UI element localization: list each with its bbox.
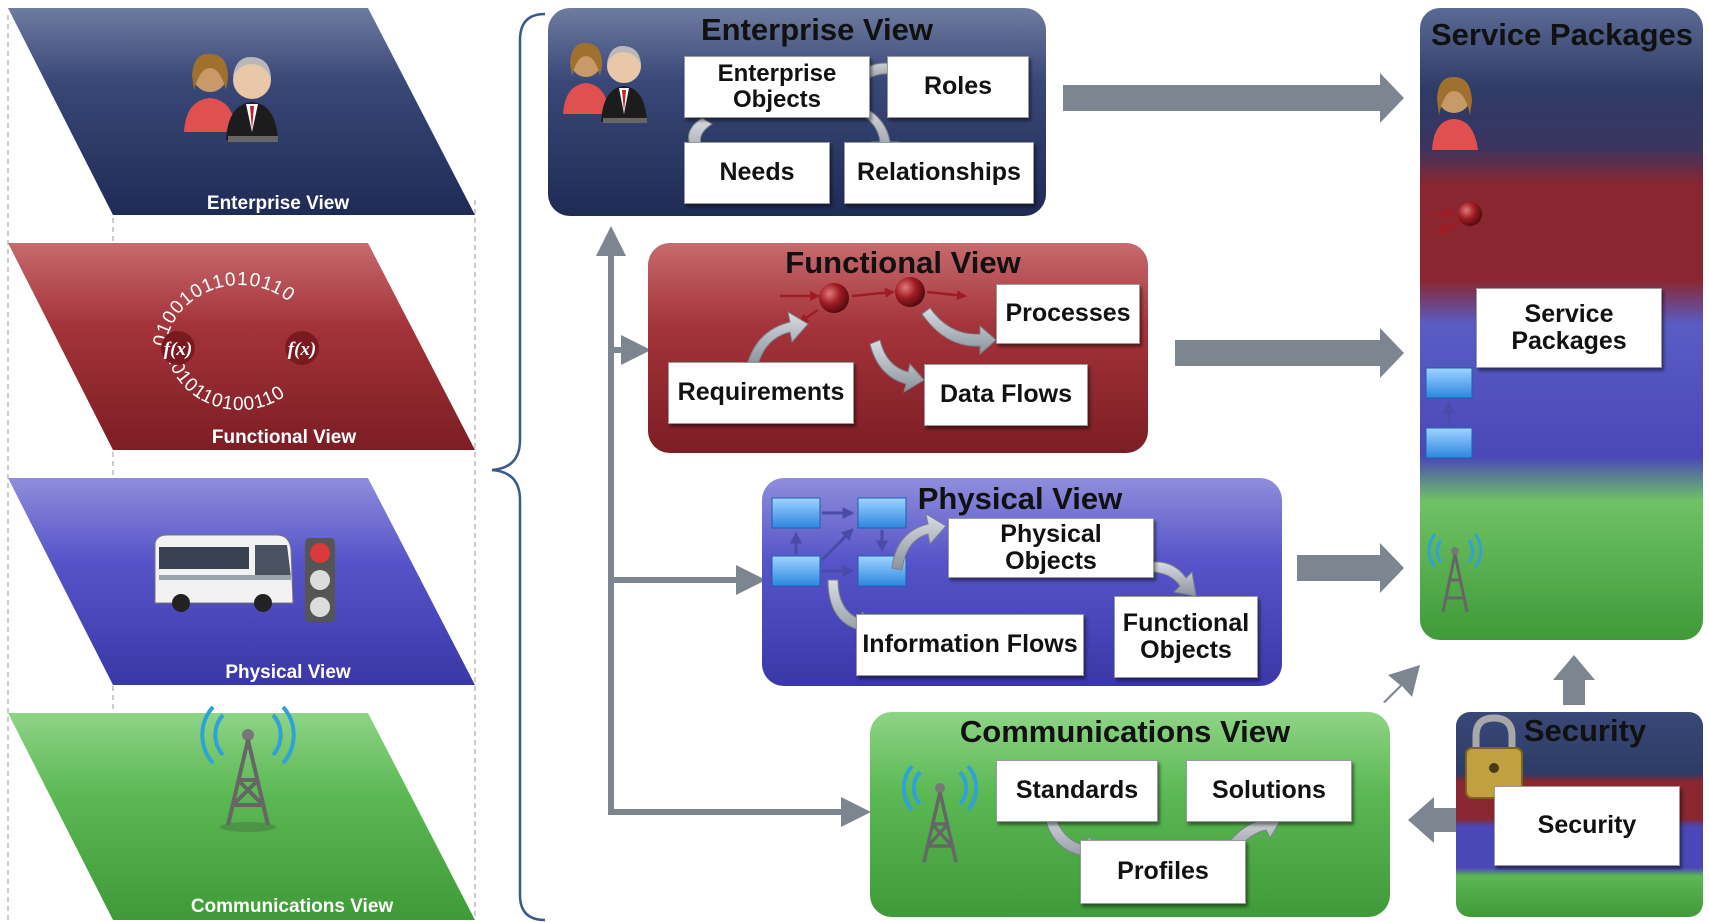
box-standards: Standards <box>996 760 1158 822</box>
box-profiles: Profiles <box>1080 840 1246 904</box>
box-solutions: Solutions <box>1186 760 1352 822</box>
layer-label-communications: Communications View <box>191 896 394 917</box>
arrow-comms-to-sp <box>1383 665 1420 703</box>
people-icon <box>184 53 278 142</box>
traffic-light-icon <box>305 538 335 622</box>
big-arrows <box>1063 73 1595 843</box>
fx-right-label: f(x) <box>288 339 316 360</box>
curly-brace <box>491 12 546 922</box>
physical-view-title: Physical View <box>918 481 1123 516</box>
box-information-flows: Information Flows <box>856 614 1084 676</box>
lock-icon <box>1465 714 1523 799</box>
left-layer-stack: 01001011010110 -1010110100110 f(x) f(x) <box>7 8 476 920</box>
layer-label-functional: Functional View <box>212 427 357 448</box>
box-data-flows: Data Flows <box>924 364 1088 426</box>
arrow-security-to-comms <box>1408 797 1459 843</box>
security-title: Security <box>1524 713 1647 748</box>
fx-left-label: f(x) <box>164 339 192 360</box>
physical-squares-icon <box>1425 367 1473 459</box>
box-functional-objects: Functional Objects <box>1114 596 1258 678</box>
arrow-enterprise-to-sp <box>1063 73 1404 123</box>
antenna-tower-icon <box>901 764 979 863</box>
functional-view-title: Functional View <box>785 245 1021 280</box>
antenna-tower-icon <box>200 705 296 832</box>
communications-view-title: Communications View <box>960 714 1291 749</box>
box-relationships: Relationships <box>844 142 1034 204</box>
box-service-packages: Service Packages <box>1476 288 1662 368</box>
box-security: Security <box>1494 786 1680 866</box>
layer-communications <box>8 713 475 920</box>
view-connector-arrows <box>596 226 871 827</box>
box-needs: Needs <box>684 142 830 204</box>
bus-icon <box>154 534 294 612</box>
service-packages-title: Service Packages <box>1431 17 1693 52</box>
layer-label-physical: Physical View <box>225 662 351 683</box>
box-requirements: Requirements <box>668 362 854 424</box>
arrow-security-to-sp <box>1553 655 1595 705</box>
process-chain-icon <box>780 277 967 324</box>
box-enterprise-objects: Enterprise Objects <box>684 56 870 118</box>
process-ball-icon <box>1430 202 1482 234</box>
box-processes: Processes <box>996 284 1140 344</box>
physical-network-icon <box>771 497 907 587</box>
arrow-functional-to-sp <box>1175 328 1404 378</box>
box-physical-objects: Physical Objects <box>948 518 1154 578</box>
antenna-small-icon <box>1427 533 1483 613</box>
arrow-physical-to-sp <box>1297 543 1404 593</box>
person-icon <box>1432 76 1478 150</box>
layer-functional <box>8 243 475 450</box>
layer-label-enterprise: Enterprise View <box>207 193 349 214</box>
enterprise-view-title: Enterprise View <box>701 12 934 47</box>
people-icon <box>563 42 647 123</box>
box-roles: Roles <box>887 56 1029 118</box>
